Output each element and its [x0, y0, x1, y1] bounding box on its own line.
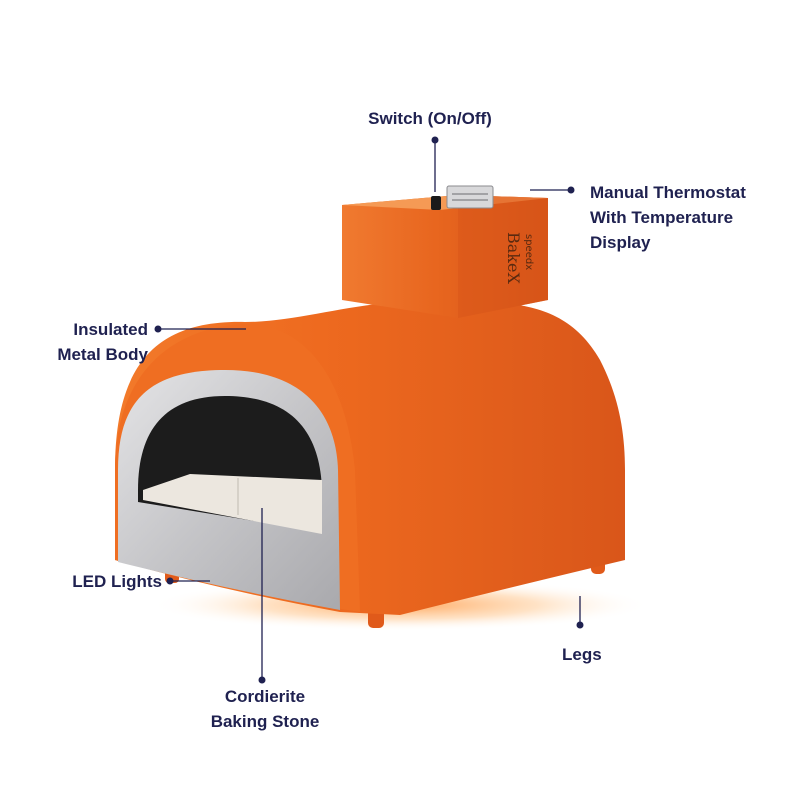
callout-switch-line1: Switch (On/Off) [368, 109, 492, 128]
callout-thermostat-line2: With Temperature [590, 208, 734, 227]
brand-logo-text: BakeX [504, 232, 523, 284]
callout-dot-thermostat [567, 186, 575, 194]
callout-stone-label: Cordierite Baking Stone [165, 684, 365, 734]
baking-stone [143, 474, 322, 534]
brand-logo-subtext: speedx [523, 234, 534, 270]
control-box-side [458, 195, 548, 318]
callout-dot-stone [258, 676, 266, 684]
callout-thermostat-label: Manual Thermostat With Temperature Displ… [590, 180, 746, 255]
callout-led-label: LED Lights [0, 569, 162, 594]
callout-dot-switch [431, 136, 439, 144]
callout-dot-body [154, 325, 162, 333]
callout-dot-led [166, 577, 174, 585]
callout-lines [154, 136, 584, 684]
thermostat-display [446, 185, 494, 209]
callout-stone-line1: Cordierite [224, 687, 306, 706]
callout-body-line2: Metal Body [57, 345, 148, 364]
callout-body-label: Insulated Metal Body [0, 317, 148, 367]
callout-thermostat-line1: Manual Thermostat [590, 183, 746, 202]
callout-led-line1: LED Lights [72, 572, 162, 591]
callout-stone-line2: Baking Stone [210, 712, 320, 731]
callout-body-line1: Insulated [73, 320, 148, 339]
switch-icon [431, 196, 441, 210]
callout-dot-legs [576, 621, 584, 629]
brand-logo: BakeX speedx [504, 232, 534, 284]
callout-legs-label: Legs [562, 642, 602, 667]
callout-thermostat-line3: Display [590, 233, 651, 252]
callout-legs-line1: Legs [562, 645, 602, 664]
callout-switch-label: Switch (On/Off) [330, 106, 530, 131]
